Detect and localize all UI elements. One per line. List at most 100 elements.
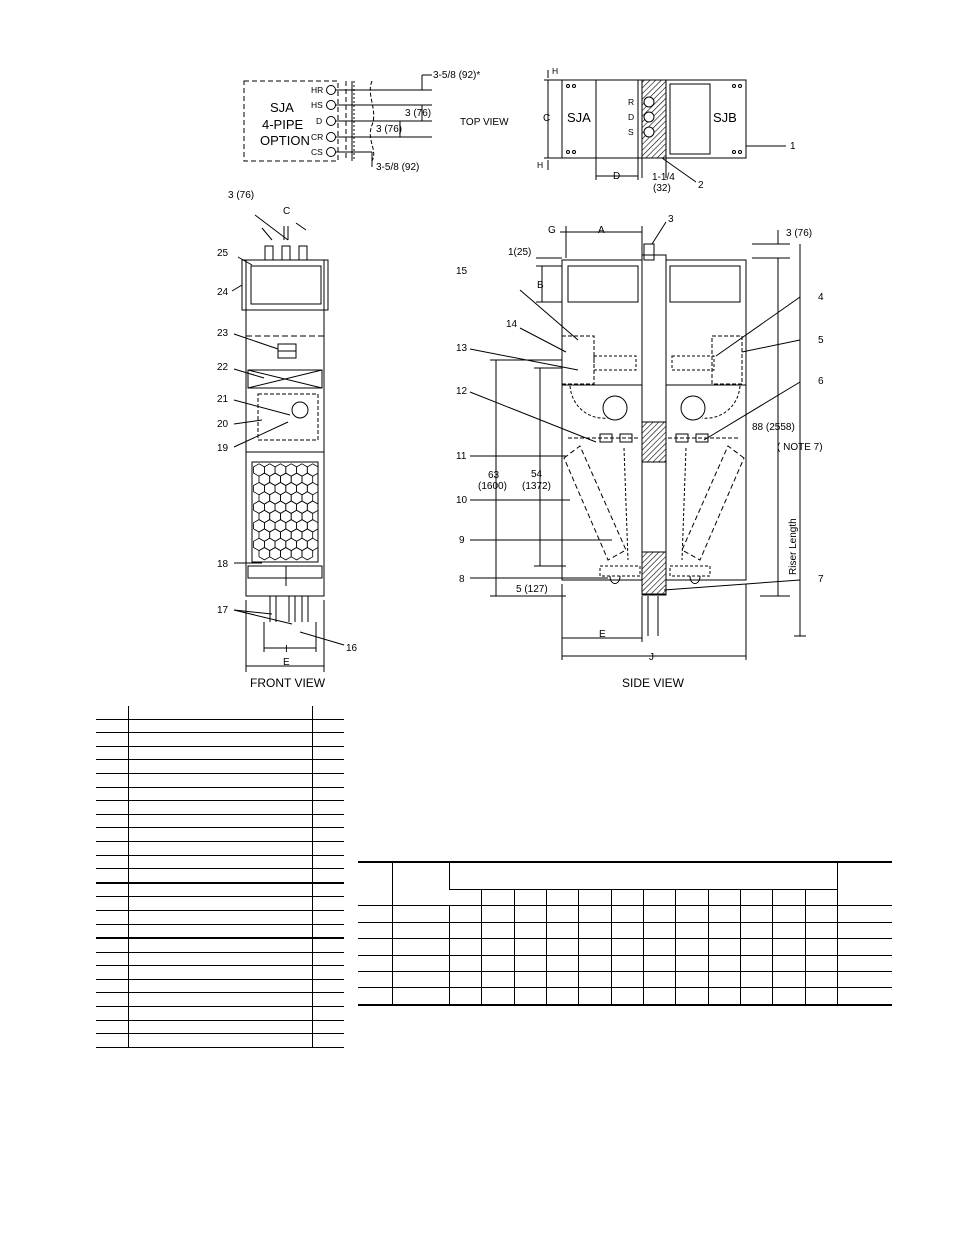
legend-cell [312, 814, 344, 829]
pipe-cr [326, 132, 336, 142]
legend-cell [128, 992, 313, 1008]
legend-row [96, 1006, 344, 1021]
legend-cell [128, 773, 313, 788]
dims-header-cell [481, 889, 515, 907]
legend-row [96, 952, 344, 967]
legend-cell [128, 706, 313, 720]
dims-cell [481, 987, 515, 1006]
legend-cell [128, 855, 313, 870]
top-view-units [544, 70, 786, 183]
option-box-line-2: 4-PIPE [262, 117, 304, 132]
dims-cell [545, 938, 579, 956]
callout-top-2: 2 [698, 180, 704, 191]
side-letter-e: E [599, 629, 606, 640]
legend-cell [312, 924, 344, 940]
legend-row [96, 910, 344, 925]
legend-row [96, 965, 344, 980]
technical-drawing: SJA 4-PIPE OPTION HR HS D CR CS 3-5/8 (9… [217, 66, 824, 690]
dims-header-cell [739, 889, 773, 907]
top-view-units-text: H H C SJA SJB R D S D 1-1/4 (32) 2 1 [537, 66, 796, 194]
dim-riser-a: 1-1/4 [652, 172, 675, 183]
legend-cell [128, 746, 313, 761]
dims-cell [481, 922, 515, 940]
dims-cell [358, 905, 393, 923]
unit-sja-side [561, 259, 643, 581]
dims-cell [448, 922, 482, 940]
legend-cell [128, 732, 313, 747]
legend-cell [96, 924, 129, 940]
dims-cell [707, 971, 741, 989]
side-dim-63-mm: (1600) [478, 481, 507, 492]
dims-cell [358, 938, 393, 956]
side-view-label: SIDE VIEW [622, 676, 685, 690]
legend-cell [96, 706, 129, 720]
dims-cell [392, 971, 450, 989]
dims-row [358, 971, 892, 989]
dims-cell [739, 987, 773, 1006]
side-letter-j: J [649, 652, 654, 663]
legend-cell [312, 1006, 344, 1021]
unit-sjb-side [665, 259, 747, 581]
top-view-4pipe-text: SJA 4-PIPE OPTION HR HS D CR CS 3-5/8 (9… [260, 70, 509, 173]
dims-cell [610, 938, 644, 956]
legend-row [96, 992, 344, 1008]
legend-cell [128, 759, 313, 774]
legend-cell [128, 952, 313, 967]
dims-cell [513, 922, 547, 940]
legend-cell [128, 1020, 313, 1035]
legend-row [96, 882, 344, 898]
unit-sjb-label: SJB [713, 110, 737, 125]
dims-cell [804, 922, 838, 940]
dims-cell [837, 971, 892, 989]
dims-cell [772, 955, 806, 972]
option-box-line-1: SJA [270, 100, 294, 115]
legend-cell [128, 800, 313, 815]
dims-cell [837, 922, 892, 940]
pipe-label-d: D [316, 116, 322, 126]
legend-cell [96, 814, 129, 829]
legend-cell [312, 896, 344, 911]
callout-17: 17 [217, 605, 229, 616]
dims-cell [578, 971, 612, 989]
legend-row [96, 841, 344, 856]
dims-cell [392, 938, 450, 956]
dims-cell [610, 955, 644, 972]
legend-cell [96, 952, 129, 967]
legend-cell [96, 759, 129, 774]
legend-cell [96, 868, 129, 884]
dims-cell [642, 955, 676, 972]
dims-cell [358, 971, 393, 989]
dims-cell [358, 955, 393, 972]
front-view-label: FRONT VIEW [250, 676, 326, 690]
dims-header-cell [642, 889, 676, 907]
dims-row [358, 938, 892, 956]
legend-cell [96, 787, 129, 802]
dims-cell [392, 905, 450, 923]
callout-16: 16 [346, 643, 358, 654]
dims-cell [610, 971, 644, 989]
dims-cell [513, 938, 547, 956]
dims-cell [642, 987, 676, 1006]
riser-length-label: Riser Length [788, 518, 799, 575]
dims-cell [513, 955, 547, 972]
riser-label-r: R [628, 97, 634, 107]
legend-row [96, 938, 344, 953]
front-letter-e: E [283, 657, 290, 668]
dims-cell [578, 922, 612, 940]
side-dim-5: 5 (127) [516, 584, 548, 595]
dims-cell [481, 971, 515, 989]
dims-cell [610, 922, 644, 940]
dims-row [358, 922, 892, 940]
pipe-label-hr: HR [311, 85, 323, 95]
dims-cell [837, 905, 892, 923]
dims-cell [675, 955, 709, 972]
legend-cell [96, 827, 129, 842]
dims-row [358, 955, 892, 972]
dims-cell [642, 905, 676, 923]
dims-cell [545, 987, 579, 1006]
callout-top-1: 1 [790, 141, 796, 152]
side-note-7: ( NOTE 7) [777, 442, 823, 453]
dims-cell [610, 987, 644, 1006]
callout-22: 22 [217, 362, 229, 373]
legend-cell [96, 841, 129, 856]
